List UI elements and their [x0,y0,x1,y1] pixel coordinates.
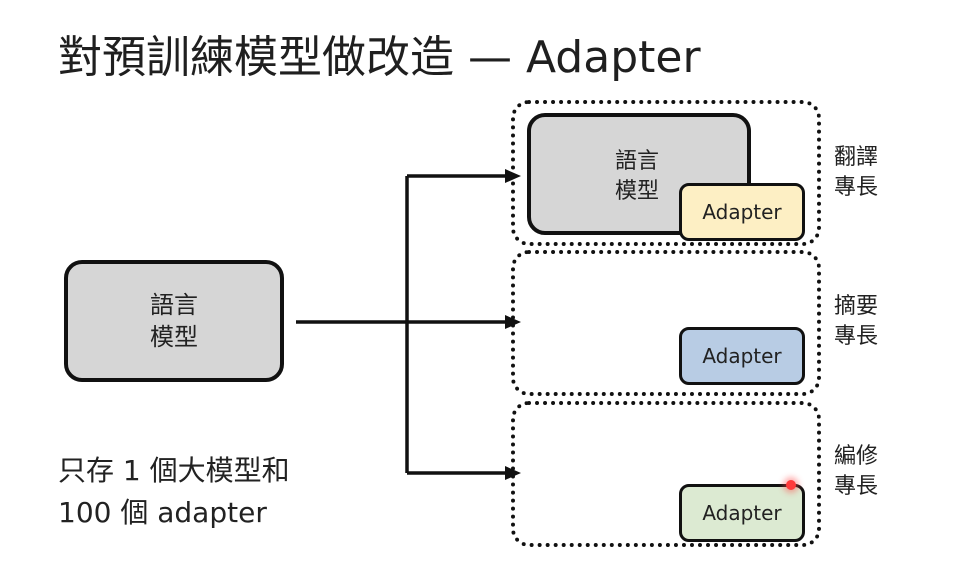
storage-note-line1: 只存 1 個大模型和 [58,454,290,487]
translation-skill-line2: 專長 [834,175,879,200]
summarization-skill-line2: 專長 [834,324,879,349]
translation-skill-line1: 翻譯 [834,145,879,170]
translation-model-label-line1: 語言 [615,149,660,174]
translation-group [511,100,821,246]
storage-note: 只存 1 個大模型和 100 個 adapter [58,450,290,534]
main-model-label-line1: 語言 [150,291,198,319]
translation-skill-label: 翻譯 專長 [834,143,878,203]
slide-title: 對預訓練模型做改造 — Adapter [58,32,701,83]
translation-model-label-line2: 模型 [615,179,660,204]
editing-skill-line1: 編修 [834,444,879,469]
editing-skill-label: 編修 專長 [834,442,878,502]
summarization-group [511,250,821,396]
storage-note-line2: 100 個 adapter [58,496,267,529]
summarization-skill-line1: 摘要 [834,294,879,319]
summarization-adapter-box: Adapter [679,327,805,385]
editing-adapter-box: Adapter [679,484,805,542]
main-language-model-box: 語言 模型 [64,260,284,382]
editing-skill-line2: 專長 [834,474,879,499]
summarization-skill-label: 摘要 專長 [834,292,878,352]
main-model-label-line2: 模型 [150,323,198,351]
pointer-cursor-dot [786,480,796,490]
translation-adapter-box: Adapter [679,183,805,241]
editing-group [511,401,821,547]
